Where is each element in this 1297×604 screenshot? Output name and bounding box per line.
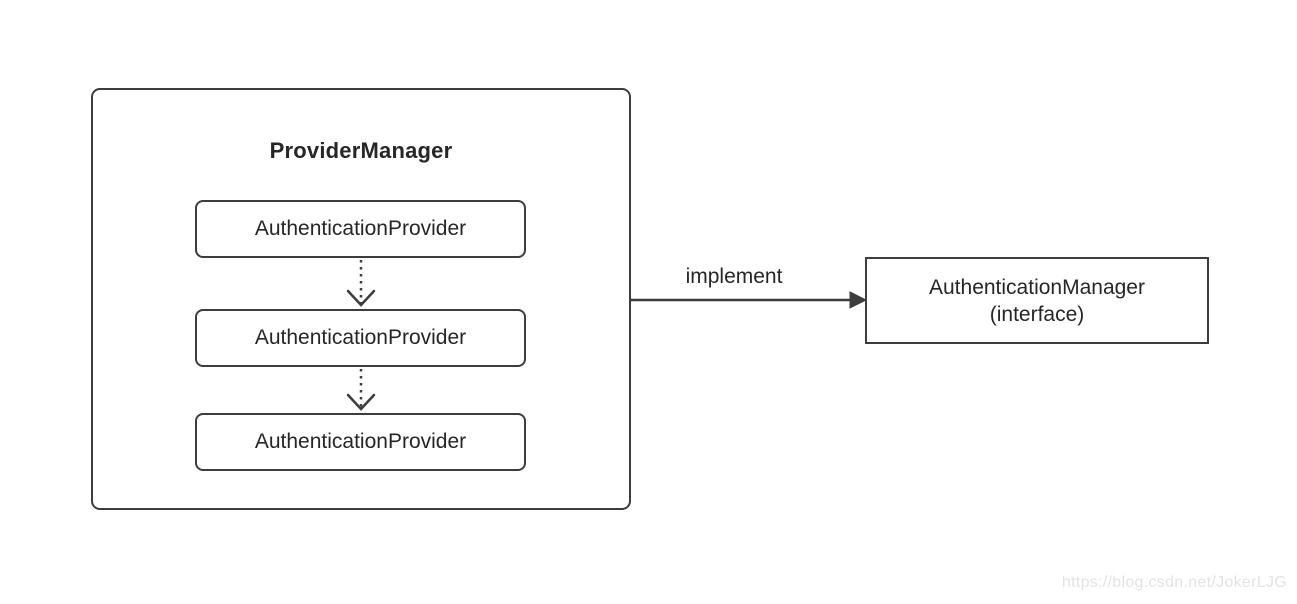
- authentication-manager-label-line1: AuthenticationManager: [929, 275, 1145, 299]
- authentication-provider-box-3: AuthenticationProvider: [195, 413, 526, 471]
- implement-arrow-label: implement: [685, 265, 783, 288]
- authentication-manager-box: AuthenticationManager (interface): [865, 257, 1209, 344]
- authentication-manager-label-line2: (interface): [989, 302, 1085, 326]
- provider-manager-title: ProviderManager: [269, 138, 453, 163]
- authentication-provider-box-2: AuthenticationProvider: [195, 309, 526, 367]
- csdn-watermark: https://blog.csdn.net/JokerLJG: [1061, 574, 1287, 591]
- authentication-provider-box-1: AuthenticationProvider: [195, 200, 526, 258]
- implement-arrow: [631, 291, 868, 309]
